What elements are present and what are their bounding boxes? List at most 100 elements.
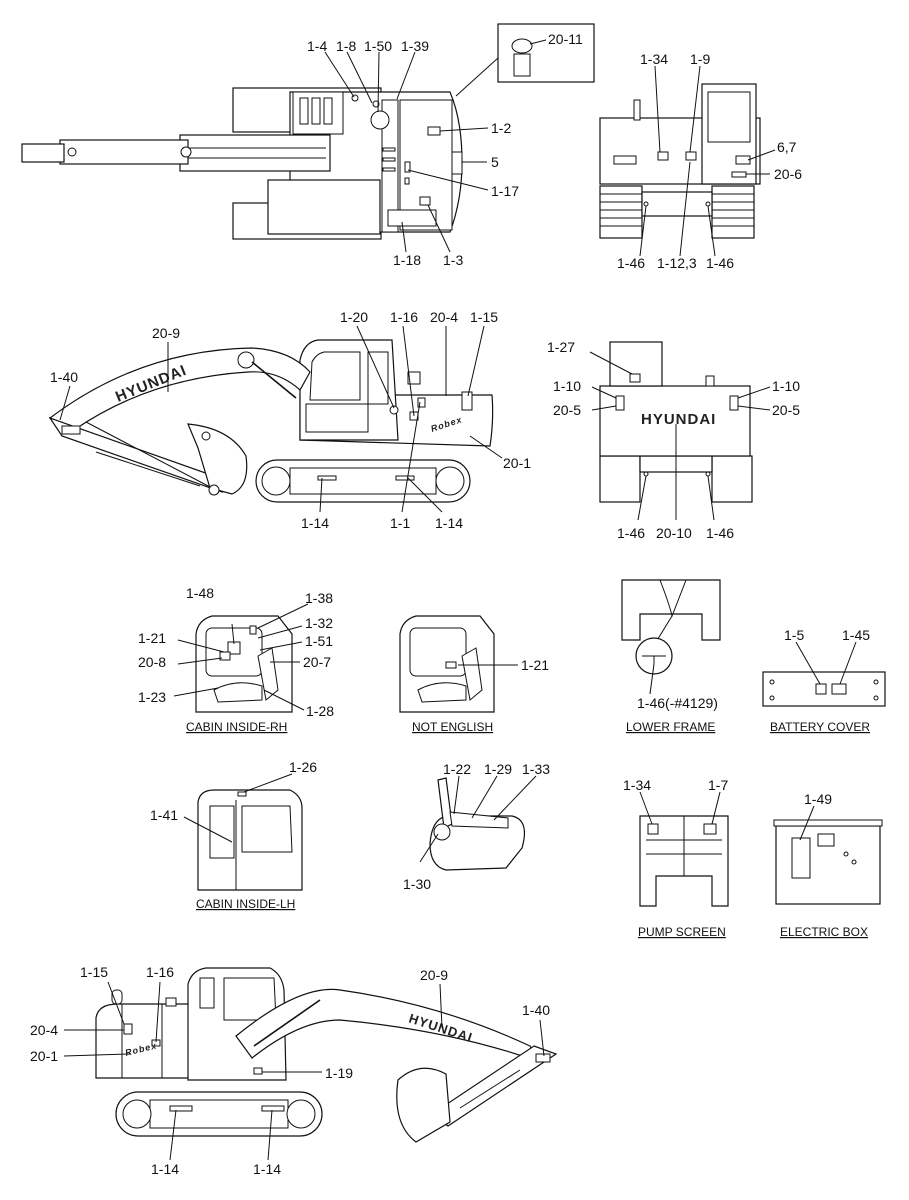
callout-cab-lh-1: 1-26 [289,759,317,775]
bucket [21,143,65,163]
lower-frame-view: 1-46(-#4129) LOWER FRAME [621,579,721,734]
callout-lh-8: 1-14 [151,1161,179,1177]
callout-front-2: 1-10 [553,378,581,394]
callout-cab-lh-2: 1-41 [150,807,178,823]
callout-rear-6: 1-12,3 [657,255,697,271]
callout-front-3: 1-10 [772,378,800,394]
undercarriage-rear [641,191,713,217]
right-track-front [711,455,753,503]
callout-rh-1: 20-9 [152,325,180,341]
callout-cab-rh-6: 20-8 [138,654,166,670]
callout-lh-5: 20-1 [30,1048,58,1064]
not-english-view: 1-21 NOT ENGLISH [399,615,549,734]
callout-pump-2: 1-7 [708,777,728,793]
side-view-lh: Robex HYUNDAI 1-15 1-16 20-9 20-4 20-1 1… [30,964,558,1177]
callout-electric-1: 1-49 [804,791,832,807]
boom [179,134,331,172]
callout-rear-4: 20-6 [774,166,802,182]
rear-view: 1-34 1-9 6,7 20-6 1-46 1-12,3 1-46 [599,51,802,271]
callout-lh-1: 1-15 [80,964,108,980]
callout-top-6: 1-2 [491,120,511,136]
callout-rh-9: 1-1 [390,515,410,531]
console-box [429,815,525,871]
callout-top-8: 1-17 [491,183,519,199]
callout-cab-rh-4: 1-21 [138,630,166,646]
pump-screen-view: 1-34 1-7 PUMP SCREEN [623,777,729,939]
callout-rh-4: 1-16 [390,309,418,325]
arm-rh [48,416,224,494]
callout-rh-10: 1-14 [435,515,463,531]
cabin-inside-lh: 1-26 1-41 CABIN INSIDE-LH [150,759,317,911]
callout-lh-7: 1-40 [522,1002,550,1018]
callout-lh-6: 1-19 [325,1065,353,1081]
callout-lh-2: 1-16 [146,964,174,980]
callout-joystick-3: 1-33 [522,761,550,777]
caption-lower-frame: LOWER FRAME [626,720,715,734]
callout-joystick-4: 1-30 [403,876,431,892]
callout-cab-rh-2: 1-38 [305,590,333,606]
counterweight-brand: HYUNDAI [641,411,716,428]
callout-front-5: 20-5 [772,402,800,418]
callout-top-2: 1-8 [336,38,356,54]
caption-not-english: NOT ENGLISH [412,720,493,734]
callout-rh-6: 1-15 [470,309,498,325]
caption-cabin-inside-lh: CABIN INSIDE-LH [196,897,295,911]
callout-rh-7: 20-1 [503,455,531,471]
counterweight [267,179,381,235]
callout-top-5: 20-11 [548,31,583,47]
callout-cab-rh-5: 1-51 [305,633,333,649]
callout-cab-rh-8: 1-23 [138,689,166,705]
caption-electric-box: ELECTRIC BOX [780,925,868,939]
callout-top-4: 1-39 [401,38,429,54]
callout-front-4: 20-5 [553,402,581,418]
bucket-rh [187,423,248,495]
caption-cabin-inside-rh: CABIN INSIDE-RH [186,720,287,734]
callout-lh-4: 20-4 [30,1022,58,1038]
callout-rh-3: 1-20 [340,309,368,325]
caption-pump-screen: PUMP SCREEN [638,925,726,939]
electric-box-view: 1-49 ELECTRIC BOX [773,791,883,939]
callout-lh-9: 1-14 [253,1161,281,1177]
callout-rear-3: 6,7 [777,139,797,155]
callout-front-7: 20-10 [656,525,692,541]
bucket-lh [396,1067,451,1143]
callout-top-1: 1-4 [307,38,327,54]
callout-joystick-1: 1-22 [443,761,471,777]
upper-body-front [599,385,751,457]
callout-top-3: 1-50 [364,38,392,54]
callout-cab-rh-1: 1-48 [186,585,214,601]
callout-rear-2: 1-9 [690,51,710,67]
callout-rear-5: 1-46 [617,255,645,271]
callout-battery-1: 1-5 [784,627,804,643]
callout-pump-1: 1-34 [623,777,651,793]
callout-joystick-2: 1-29 [484,761,512,777]
left-track-front [599,455,641,503]
right-track-rear [711,185,755,239]
cabin-inside-rh: 1-48 1-38 1-32 1-21 1-51 20-8 20-7 1-23 … [138,585,334,734]
callout-not-english-1: 1-21 [521,657,549,673]
callout-rear-7: 1-46 [706,255,734,271]
callout-front-1: 1-27 [547,339,575,355]
callout-front-6: 1-46 [617,525,645,541]
callout-cab-rh-9: 1-28 [306,703,334,719]
callout-cab-rh-7: 20-7 [303,654,331,670]
callout-cab-rh-3: 1-32 [305,615,333,631]
battery-cover-view: 1-5 1-45 BATTERY COVER [762,627,886,734]
callout-front-8: 1-46 [706,525,734,541]
callout-rear-1: 1-34 [640,51,668,67]
callout-battery-2: 1-45 [842,627,870,643]
callout-rh-8: 1-14 [301,515,329,531]
caption-battery-cover: BATTERY COVER [770,720,870,734]
front-view: HYUNDAI 1-27 1-10 1-10 20-5 20-5 1-46 20… [547,339,800,541]
callout-top-7: 5 [491,154,499,170]
callout-rh-2: 1-40 [50,369,78,385]
callout-lh-3: 20-9 [420,967,448,983]
callout-top-10: 1-3 [443,252,463,268]
side-view-rh: HYUNDAI Robex 20-9 1-40 1-20 1-16 20-4 1… [48,309,531,531]
callout-lower-frame-1: 1-46(-#4129) [637,695,718,711]
arm [59,139,189,165]
callout-rh-5: 20-4 [430,309,458,325]
boom-rh [48,347,311,431]
joystick-view: 1-22 1-29 1-33 1-30 [403,761,550,892]
